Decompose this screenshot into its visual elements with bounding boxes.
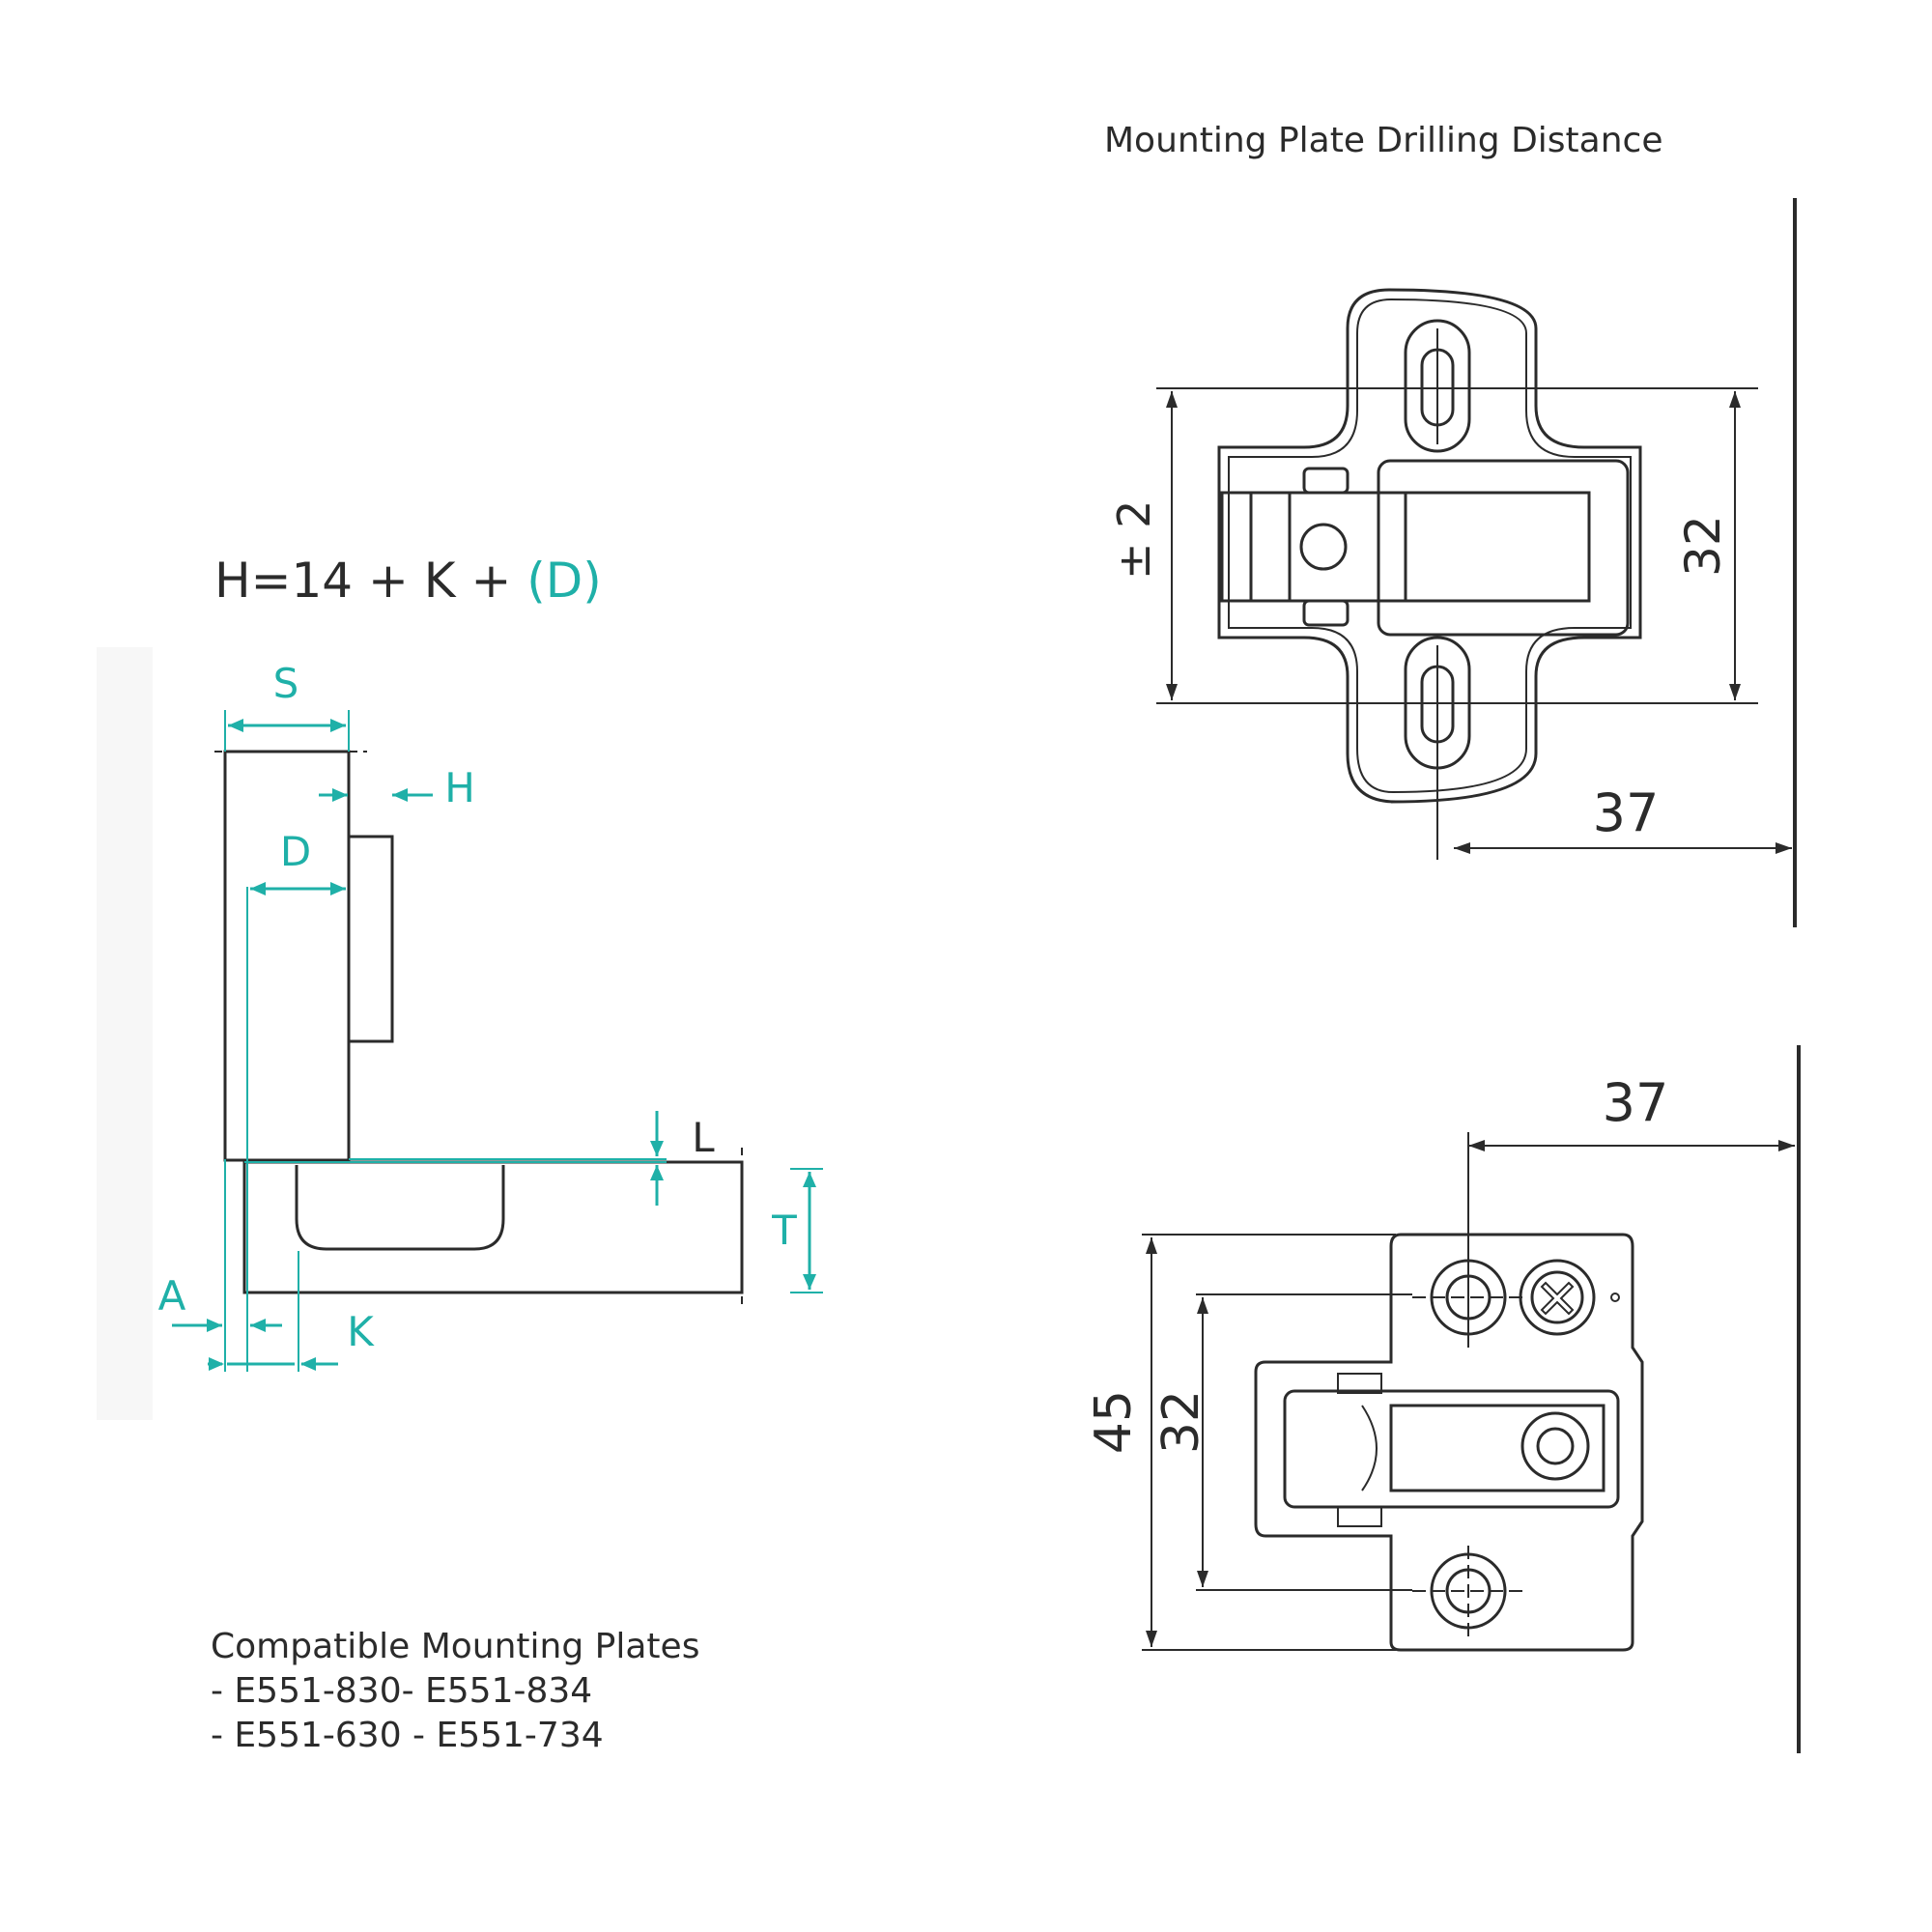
outer-height-label: 45	[1085, 1390, 1143, 1454]
side-view: H=14 + K + (D) S H	[97, 553, 823, 1755]
s-arrow-right	[330, 719, 346, 732]
top-view-arm-end-block	[1249, 491, 1292, 603]
mounting-plate-bottom-view: 37 45 32	[1085, 1045, 1801, 1753]
l-arrow-bottom	[650, 1165, 664, 1180]
t-label: T	[771, 1207, 797, 1254]
top-slot-outer	[1404, 319, 1471, 453]
d-label: D	[280, 828, 311, 875]
l-arrow-top	[650, 1141, 664, 1156]
top-height-label: 32	[1675, 515, 1731, 577]
bottom-view-clip-bottom	[1337, 1506, 1382, 1527]
h-arrow-right	[392, 788, 408, 802]
tolerance-arrow-bottom	[1166, 684, 1178, 700]
bottom-view-arm-screw-inner	[1536, 1427, 1575, 1465]
mounting-plate-top-view: Mounting Plate Drilling Distance ± 2	[1104, 121, 1797, 927]
d-arrow-right	[330, 882, 346, 895]
hole-spacing-arrow-top	[1197, 1297, 1208, 1314]
a-arrow-right	[250, 1319, 266, 1332]
k-arrow-left	[209, 1357, 224, 1371]
door-panel	[223, 750, 351, 1162]
top-height-arrow-bottom	[1729, 684, 1741, 700]
cabinet-side-panel	[242, 1160, 744, 1294]
tolerance-label: ± 2	[1108, 500, 1160, 580]
bottom-view-plate-outline	[1254, 1233, 1644, 1652]
hinge-cup-block	[347, 835, 394, 1043]
bottom-offset-arrow-right	[1778, 1140, 1795, 1151]
top-offset-arrow-right	[1776, 842, 1792, 854]
bottom-view-arm-inner	[1389, 1404, 1605, 1492]
s-label: S	[273, 660, 299, 707]
cup-recess	[295, 1165, 505, 1251]
top-view-plate-inner-outline	[1228, 298, 1632, 794]
compatible-plates-line-2: - E551-630 - E551-734	[211, 1716, 604, 1755]
tolerance-arrow-top	[1166, 391, 1178, 408]
d-arrow-left	[250, 882, 266, 895]
outer-height-arrow-bottom	[1146, 1631, 1157, 1647]
top-view-screw-hole	[1299, 523, 1348, 571]
t-arrow-top	[803, 1172, 816, 1187]
formula-text: H=14 + K + (D)	[214, 553, 602, 609]
background-strip	[97, 647, 153, 1420]
bottom-offset-label: 37	[1603, 1072, 1669, 1133]
compatible-plates-line-1: - E551-830- E551-834	[211, 1671, 592, 1711]
cam-screw-inner	[1530, 1270, 1584, 1324]
top-height-arrow-top	[1729, 391, 1741, 408]
a-arrow-left	[207, 1319, 222, 1332]
top-offset-arrow-left	[1454, 842, 1470, 854]
top-offset-label: 37	[1593, 782, 1660, 843]
hole-spacing-label: 32	[1152, 1390, 1210, 1454]
formula-prefix: H=14 + K +	[214, 553, 526, 609]
s-arrow-left	[228, 719, 243, 732]
compatible-plates-heading: Compatible Mounting Plates	[211, 1627, 699, 1666]
top-view-title: Mounting Plate Drilling Distance	[1104, 121, 1662, 160]
phillips-cross-icon	[1540, 1281, 1575, 1316]
h-arrow-left	[332, 788, 348, 802]
top-view-clip-top	[1302, 467, 1350, 495]
bottom-view-clip-top	[1337, 1373, 1382, 1394]
bottom-view-arm-curve	[1361, 1405, 1378, 1492]
outer-height-arrow-top	[1146, 1237, 1157, 1254]
hole-spacing-arrow-bottom	[1197, 1571, 1208, 1587]
bottom-view-arm-screw-outer	[1520, 1411, 1590, 1481]
formula-highlight: (D)	[526, 553, 602, 609]
top-view-plate-outline	[1217, 288, 1642, 804]
bottom-view-arm-outer	[1283, 1389, 1620, 1509]
top-view-arm-inner	[1404, 491, 1591, 603]
cam-screw-outer	[1519, 1259, 1596, 1336]
k-label: K	[347, 1308, 375, 1355]
k-arrow-right	[300, 1357, 316, 1371]
top-view-arm-body	[1377, 459, 1630, 637]
a-label: A	[158, 1272, 186, 1320]
h-label: H	[444, 764, 475, 811]
l-label: L	[692, 1114, 715, 1161]
t-arrow-bottom	[803, 1274, 816, 1290]
bottom-offset-arrow-left	[1468, 1140, 1485, 1151]
cam-indicator-dot	[1610, 1293, 1620, 1302]
top-view-clip-bottom	[1302, 599, 1350, 627]
